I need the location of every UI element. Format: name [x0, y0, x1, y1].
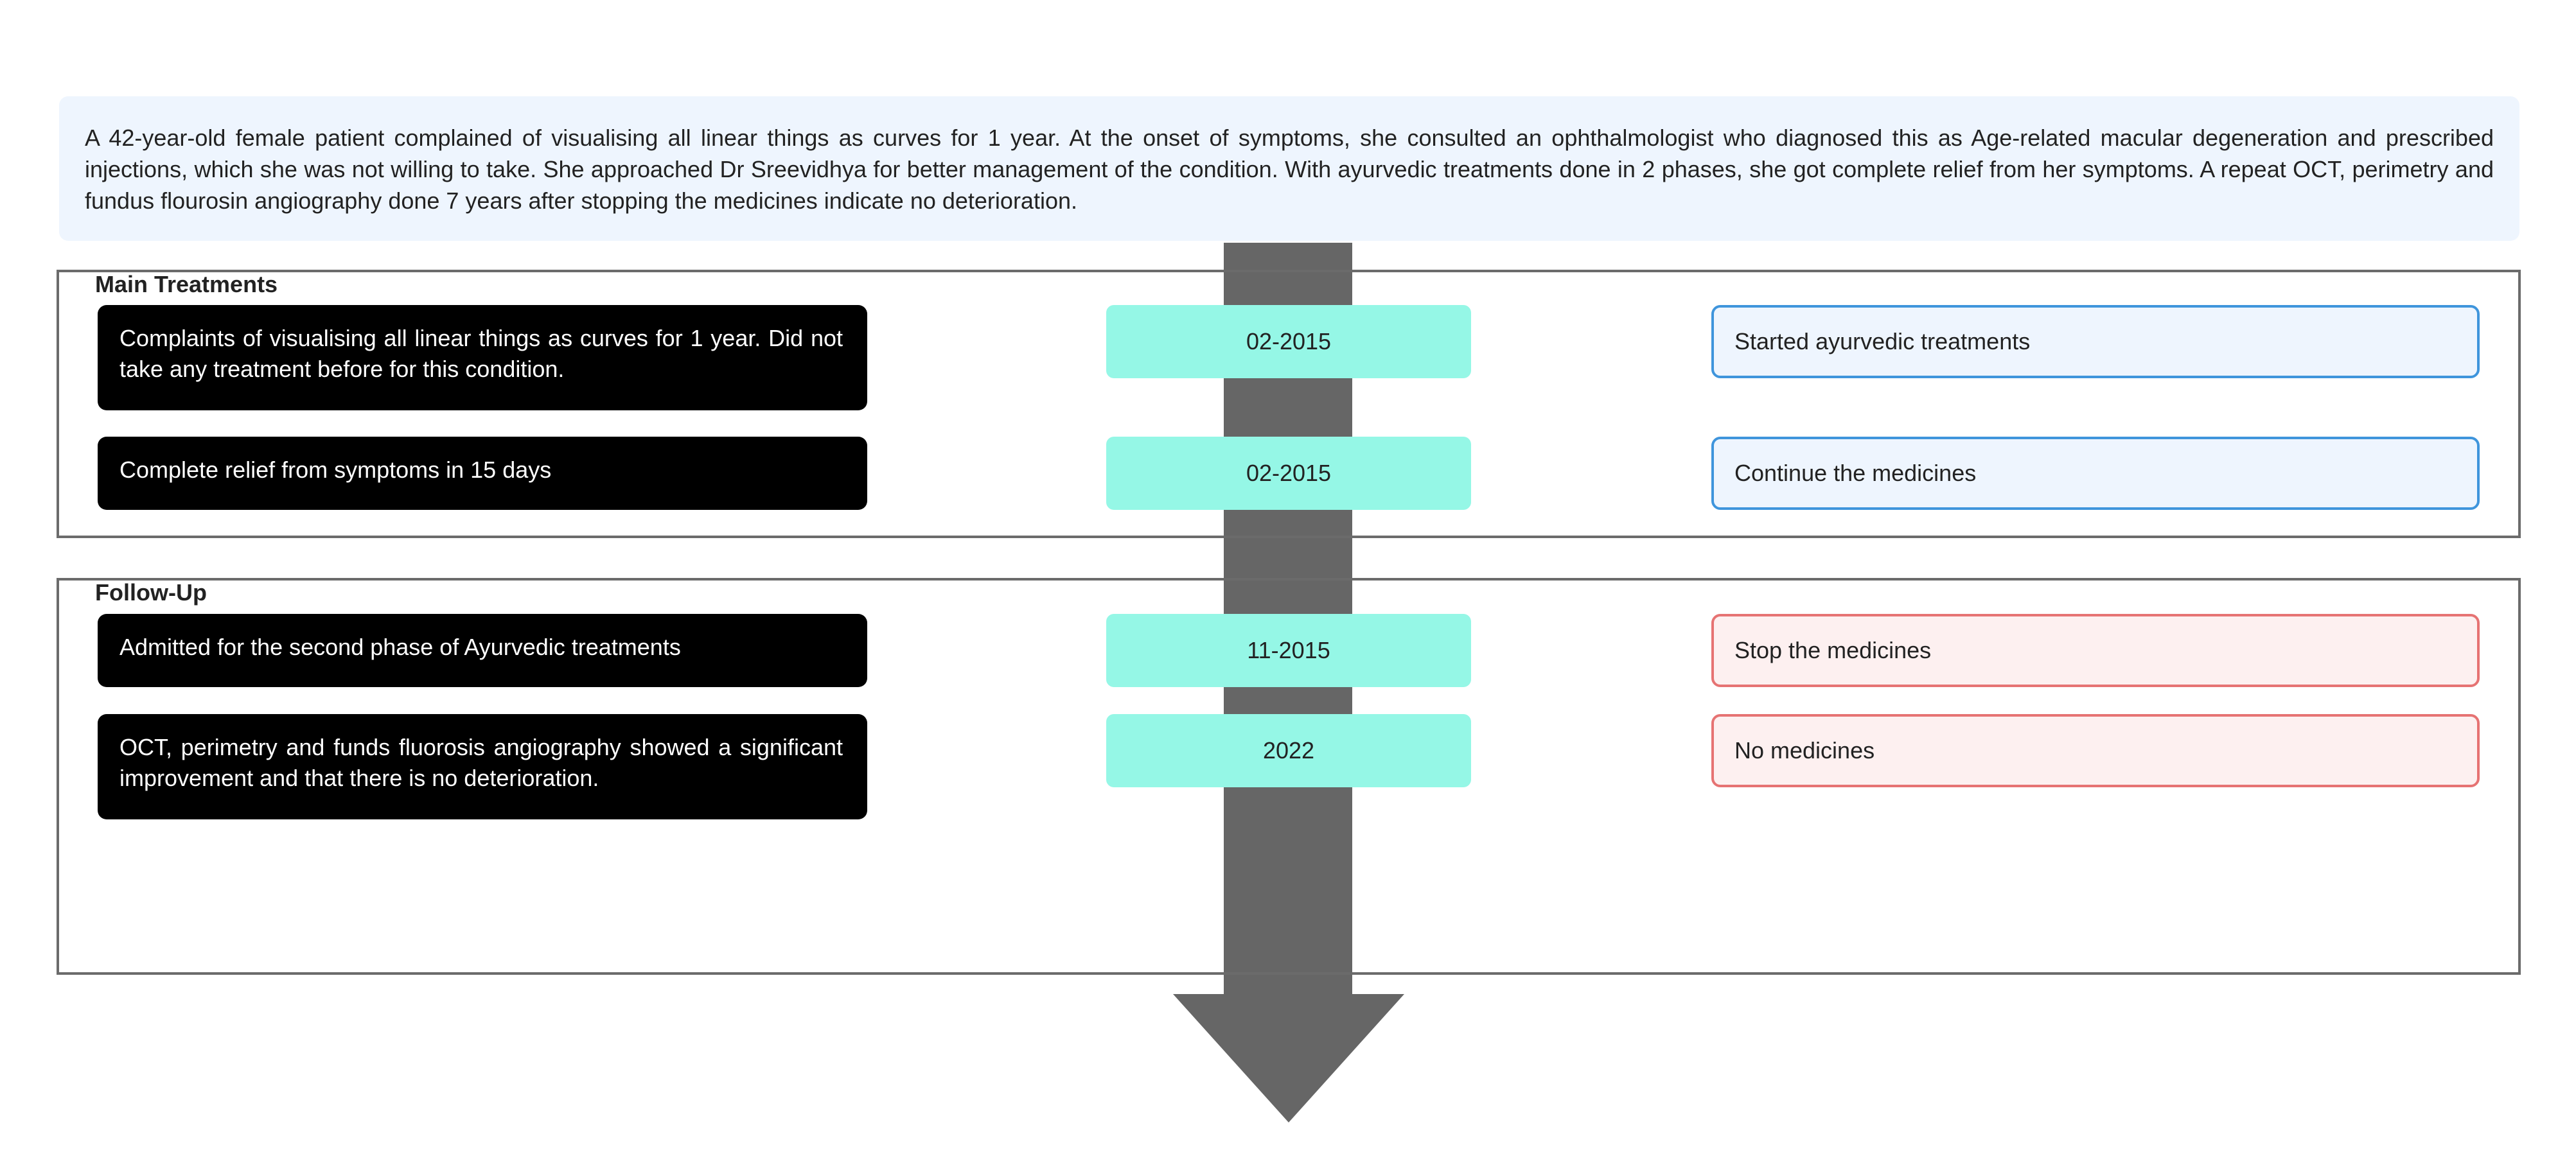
event-card: Admitted for the second phase of Ayurved… — [98, 614, 867, 687]
event-card: Complaints of visualising all linear thi… — [98, 305, 867, 410]
main-treatments-title: Main Treatments — [95, 271, 278, 297]
date-pill: 02-2015 — [1106, 437, 1471, 510]
event-card: OCT, perimetry and funds fluorosis angio… — [98, 714, 867, 819]
date-pill: 2022 — [1106, 714, 1471, 787]
event-card: Complete relief from symptoms in 15 days — [98, 437, 867, 510]
action-card: No medicines — [1711, 714, 2480, 787]
date-pill: 02-2015 — [1106, 305, 1471, 378]
timeline-arrow-head — [1173, 994, 1404, 1122]
case-summary: A 42-year-old female patient complained … — [59, 96, 2519, 241]
follow-up-title: Follow-Up — [95, 579, 207, 606]
action-card: Stop the medicines — [1711, 614, 2480, 687]
action-card: Started ayurvedic treatments — [1711, 305, 2480, 378]
follow-up-section: Follow-Up — [57, 578, 2521, 975]
action-card: Continue the medicines — [1711, 437, 2480, 510]
date-pill: 11-2015 — [1106, 614, 1471, 687]
main-treatments-section: Main Treatments — [57, 270, 2521, 538]
